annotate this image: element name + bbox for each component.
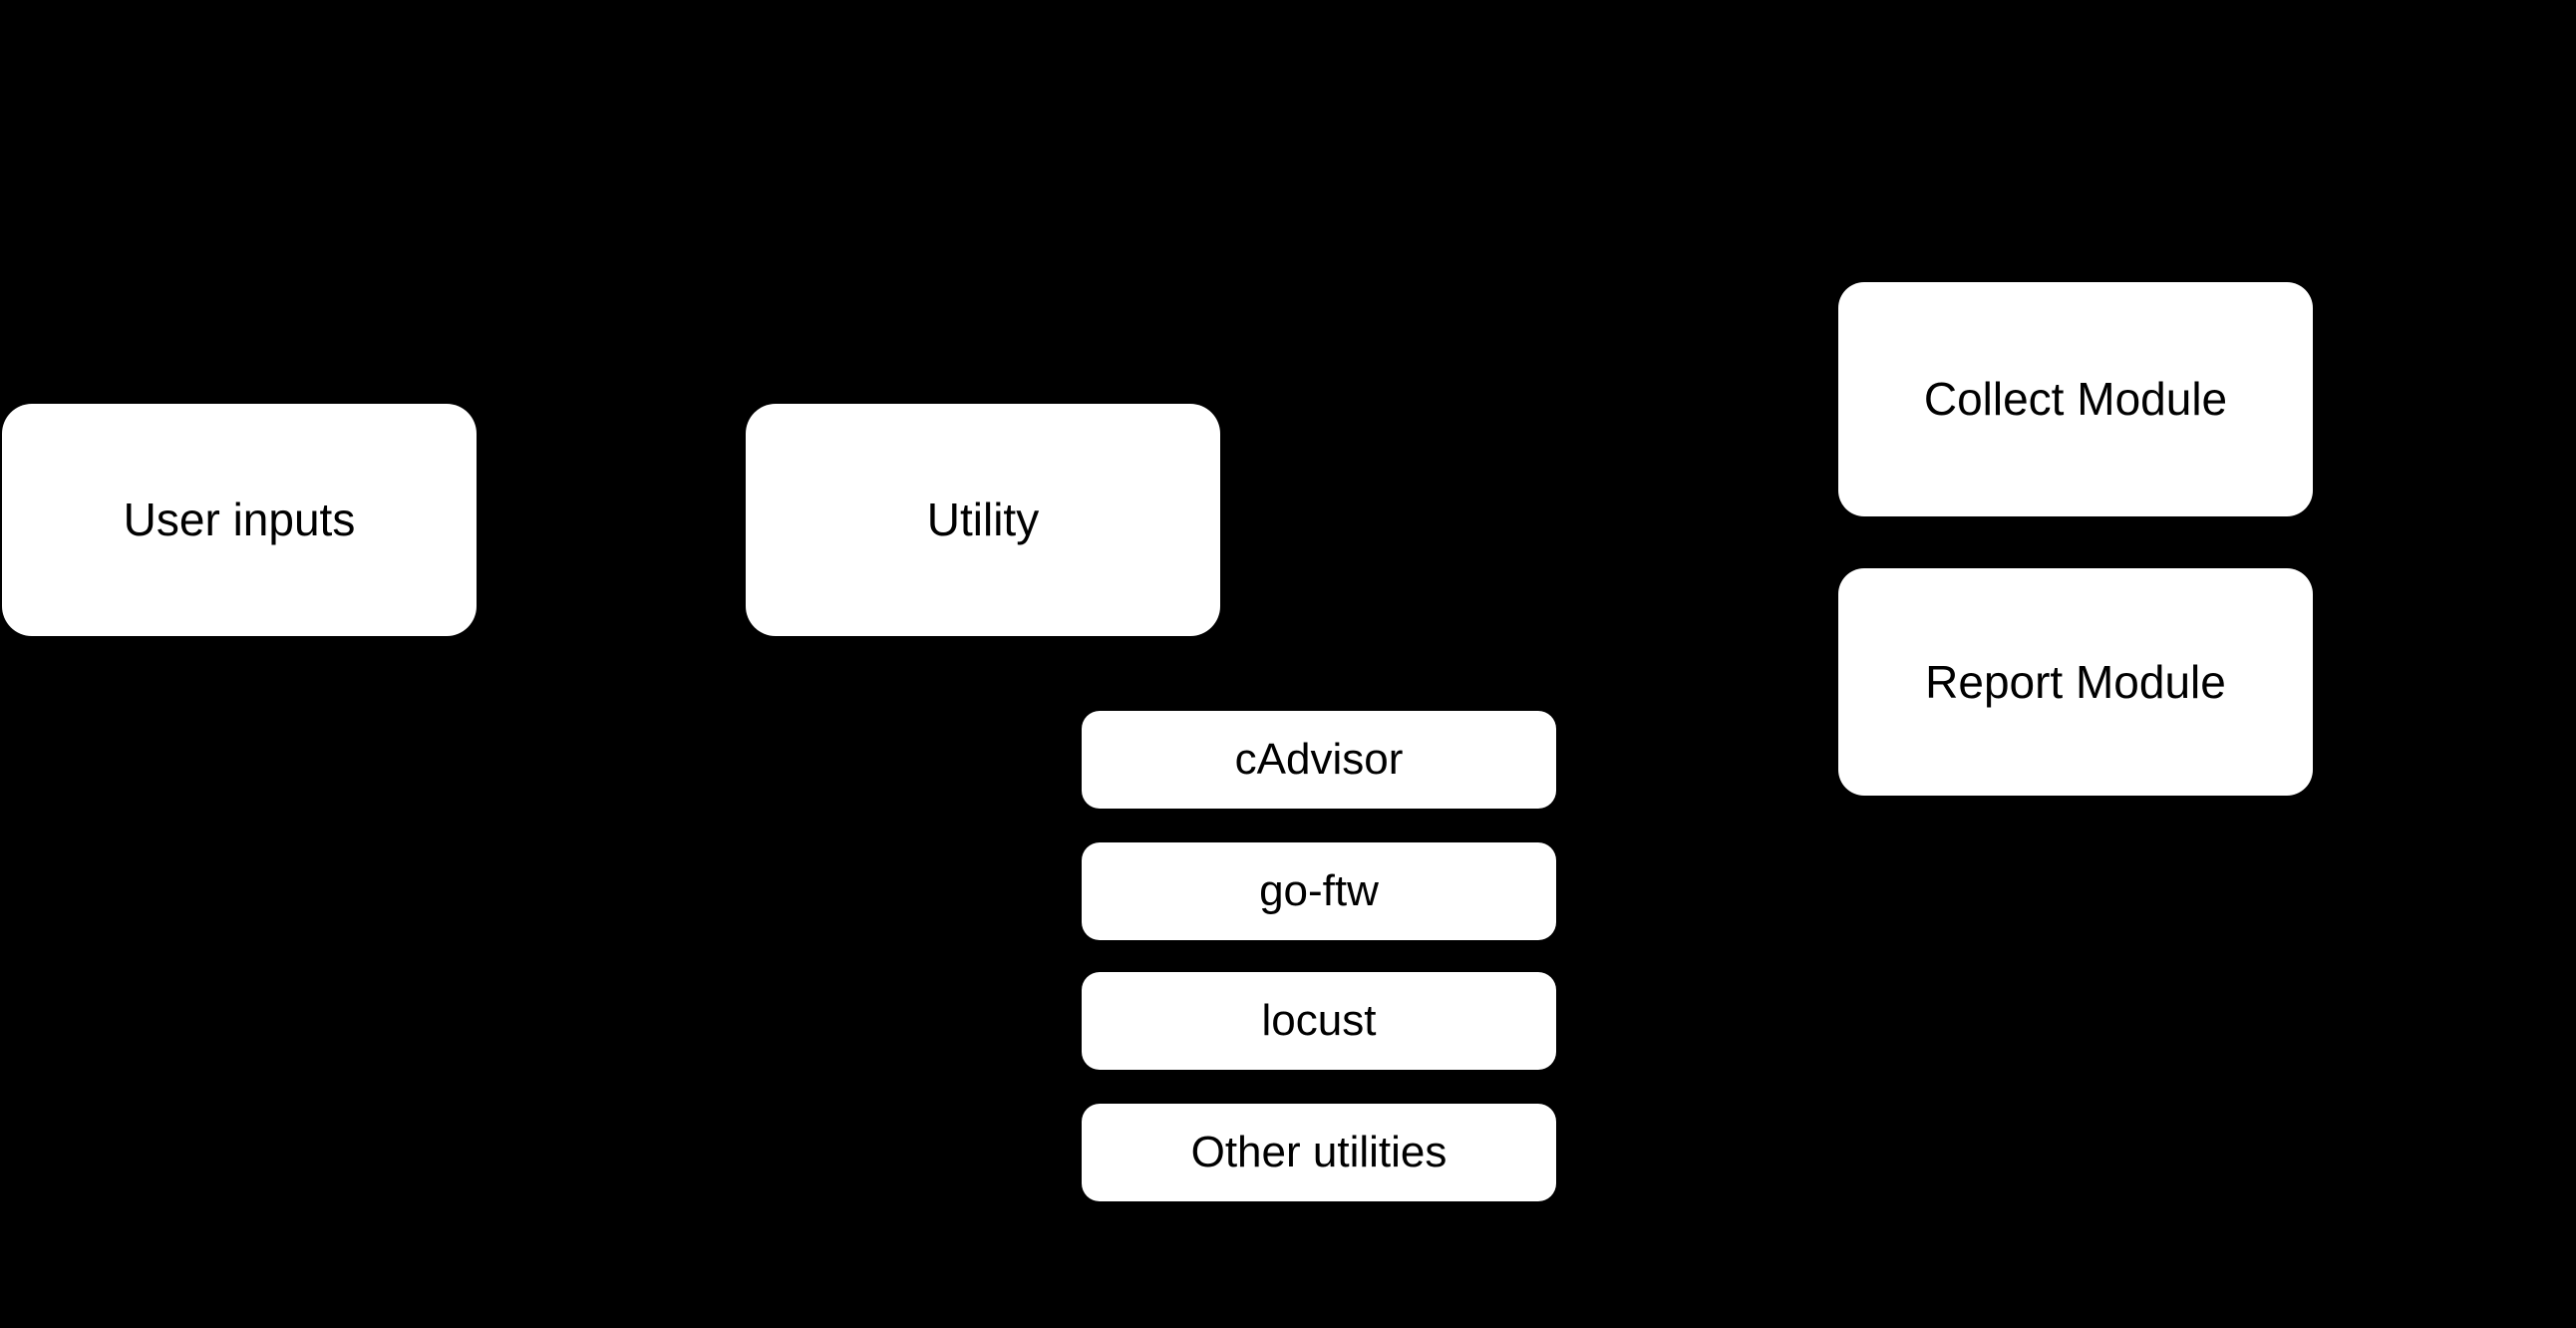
node-cadvisor-label: cAdvisor	[1234, 734, 1404, 784]
node-go-ftw[interactable]: go-ftw	[1082, 842, 1556, 940]
node-utility[interactable]: Utility	[746, 404, 1220, 636]
node-locust[interactable]: locust	[1082, 972, 1556, 1070]
node-user-inputs-label: User inputs	[123, 494, 356, 546]
node-user-inputs[interactable]: User inputs	[2, 404, 477, 636]
node-other-utilities-label: Other utilities	[1190, 1127, 1448, 1176]
node-collect-module[interactable]: Collect Module	[1838, 282, 2313, 516]
node-collect-module-label: Collect Module	[1923, 373, 2228, 426]
node-report-module[interactable]: Report Module	[1838, 568, 2313, 796]
node-other-utilities[interactable]: Other utilities	[1082, 1104, 1556, 1201]
node-utility-label: Utility	[926, 494, 1040, 546]
node-cadvisor[interactable]: cAdvisor	[1082, 711, 1556, 809]
node-report-module-label: Report Module	[1925, 655, 2226, 708]
node-locust-label: locust	[1261, 995, 1377, 1045]
node-go-ftw-label: go-ftw	[1259, 865, 1379, 915]
